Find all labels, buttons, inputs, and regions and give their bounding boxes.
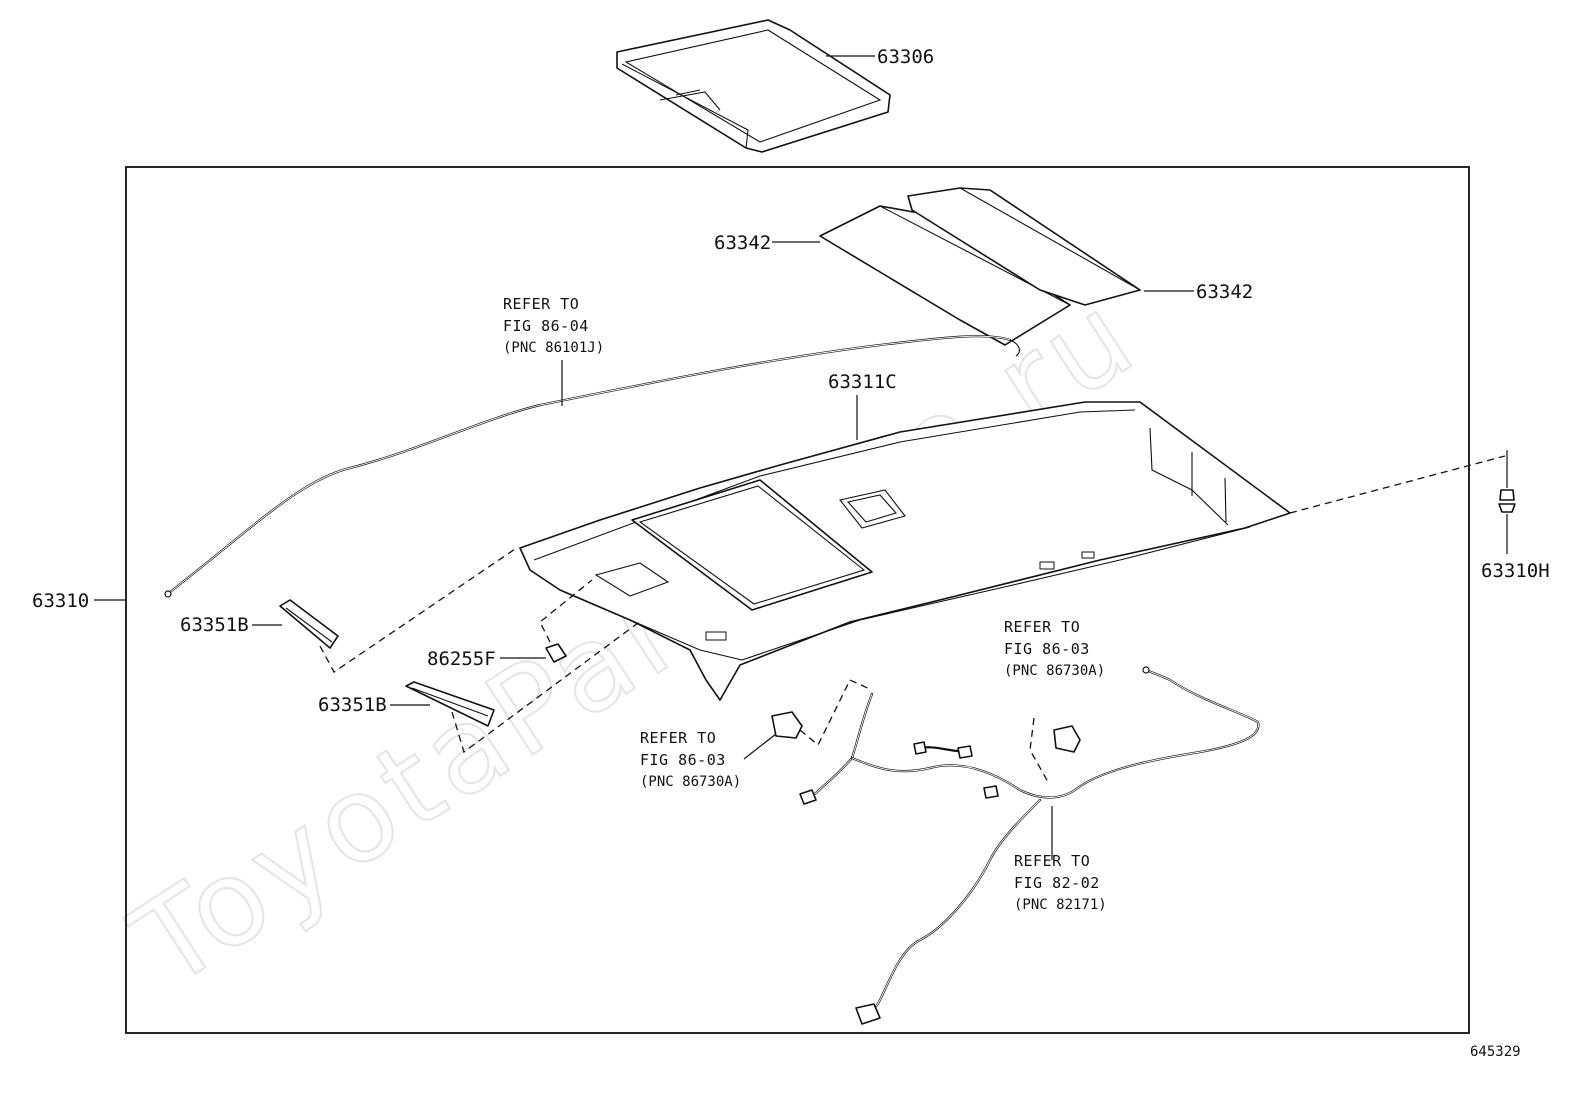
ref-mic-left-line2[interactable]: FIG 86-03 bbox=[640, 751, 726, 769]
part-label-sunvisor-holder-upper[interactable]: 63351B bbox=[180, 614, 249, 636]
microphone-left-drawing bbox=[771, 679, 873, 747]
clip-drawing bbox=[1289, 450, 1516, 554]
ref-mic-left-line3[interactable]: (PNC 86730A) bbox=[640, 774, 741, 790]
part-label-sunshade[interactable]: 63306 bbox=[877, 46, 934, 68]
ref-mic-right-line2[interactable]: FIG 86-03 bbox=[1004, 640, 1090, 658]
ref-antenna-line1[interactable]: REFER TO bbox=[503, 295, 579, 313]
ref-roof-wire-line2[interactable]: FIG 82-02 bbox=[1014, 874, 1100, 892]
part-label-pad-left[interactable]: 63342 bbox=[714, 232, 771, 254]
microphone-left-leader bbox=[743, 733, 777, 760]
ref-mic-right-line1[interactable]: REFER TO bbox=[1004, 618, 1080, 636]
ref-roof-wire-line1[interactable]: REFER TO bbox=[1014, 852, 1090, 870]
ref-mic-left-line1[interactable]: REFER TO bbox=[640, 729, 716, 747]
sunvisor-holder-upper-drawing bbox=[279, 546, 519, 673]
roof-wire-drawing bbox=[799, 666, 1260, 1025]
part-label-lamp-bracket[interactable]: 86255F bbox=[427, 648, 496, 670]
pad-right-drawing bbox=[907, 187, 1141, 306]
antenna-cord-drawing bbox=[164, 335, 1020, 598]
headlining-drawing bbox=[519, 401, 1291, 701]
part-label-assembly[interactable]: 63310 bbox=[32, 590, 89, 612]
part-label-sunvisor-holder-lower[interactable]: 63351B bbox=[318, 694, 387, 716]
lamp-bracket-drawing bbox=[539, 579, 593, 663]
part-label-pad-right[interactable]: 63342 bbox=[1196, 281, 1253, 303]
ref-antenna-line3[interactable]: (PNC 86101J) bbox=[503, 340, 604, 356]
ref-roof-wire-line3[interactable]: (PNC 82171) bbox=[1014, 897, 1107, 913]
ref-antenna-line2[interactable]: FIG 86-04 bbox=[503, 317, 589, 335]
sunvisor-holder-lower-drawing bbox=[405, 619, 643, 754]
microphone-right-drawing bbox=[1029, 717, 1081, 783]
ref-mic-right-line3[interactable]: (PNC 86730A) bbox=[1004, 663, 1105, 679]
part-label-clip[interactable]: 63310H bbox=[1481, 560, 1550, 582]
watermark: ToyotaPartMine.ru bbox=[109, 265, 1160, 1014]
part-label-headlining[interactable]: 63311C bbox=[828, 371, 897, 393]
sunshade-drawing bbox=[616, 19, 891, 153]
figure-number: 645329 bbox=[1470, 1044, 1521, 1060]
